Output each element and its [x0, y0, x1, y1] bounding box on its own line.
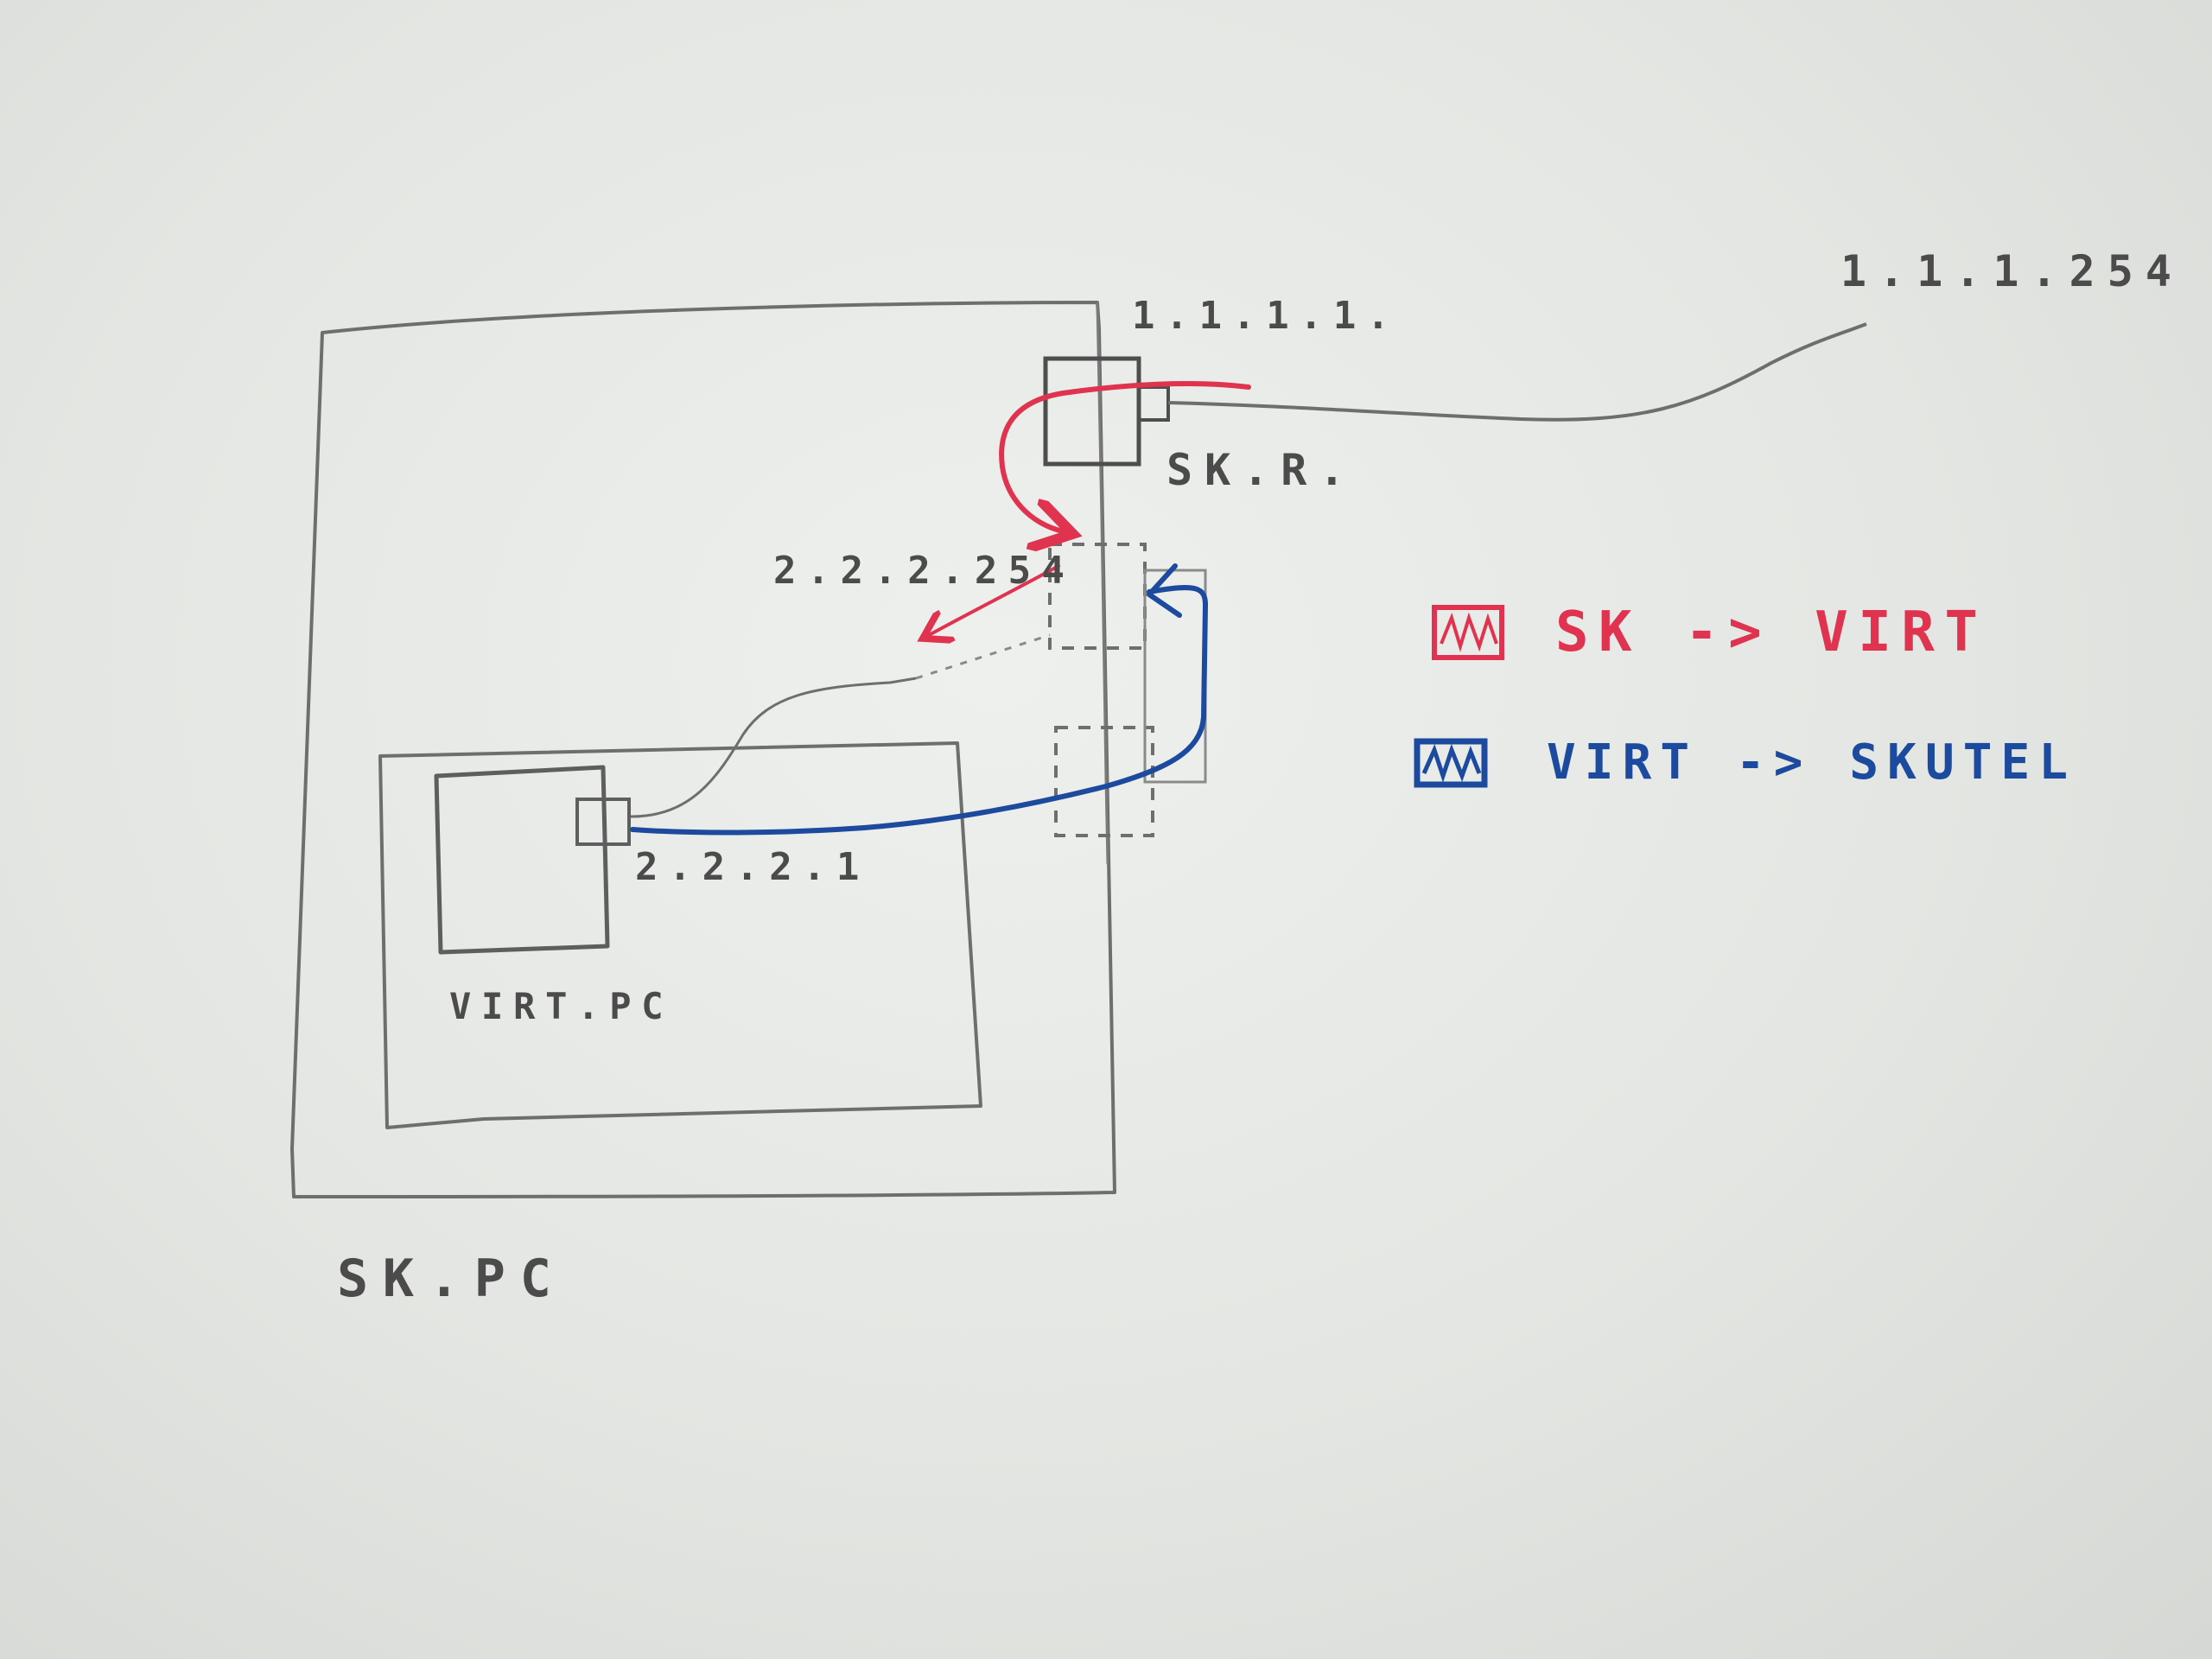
blue-path [632, 588, 1205, 833]
legend-blue-label: VIRT -> SKUTEL [1547, 734, 2076, 791]
blue-scribble-swatch-icon [1417, 741, 1484, 785]
red-scribble-swatch-icon [1434, 607, 1502, 658]
gateway-ip-label: 2.2.2.254 [773, 549, 1075, 593]
remote-ip-label: 1.1.1.254 [1840, 246, 2183, 296]
router-name-label: SK.R. [1166, 445, 1357, 495]
virtual-pc-box [436, 767, 607, 952]
outer-pc-label: SK.PC [337, 1249, 566, 1309]
router-box [1046, 359, 1139, 464]
virtual-ip-label: 2.2.2.1 [635, 845, 870, 889]
internet-cable [1168, 324, 1866, 420]
virtual-pc-label: VIRT.PC [449, 985, 673, 1027]
router-ip-label: 1.1.1.1. [1132, 294, 1400, 338]
virtual-host-box [380, 743, 981, 1128]
router-port [1139, 387, 1168, 420]
virtual-to-gateway-dashed [916, 635, 1050, 678]
legend-red-label: SK -> VIRT [1555, 601, 1988, 664]
